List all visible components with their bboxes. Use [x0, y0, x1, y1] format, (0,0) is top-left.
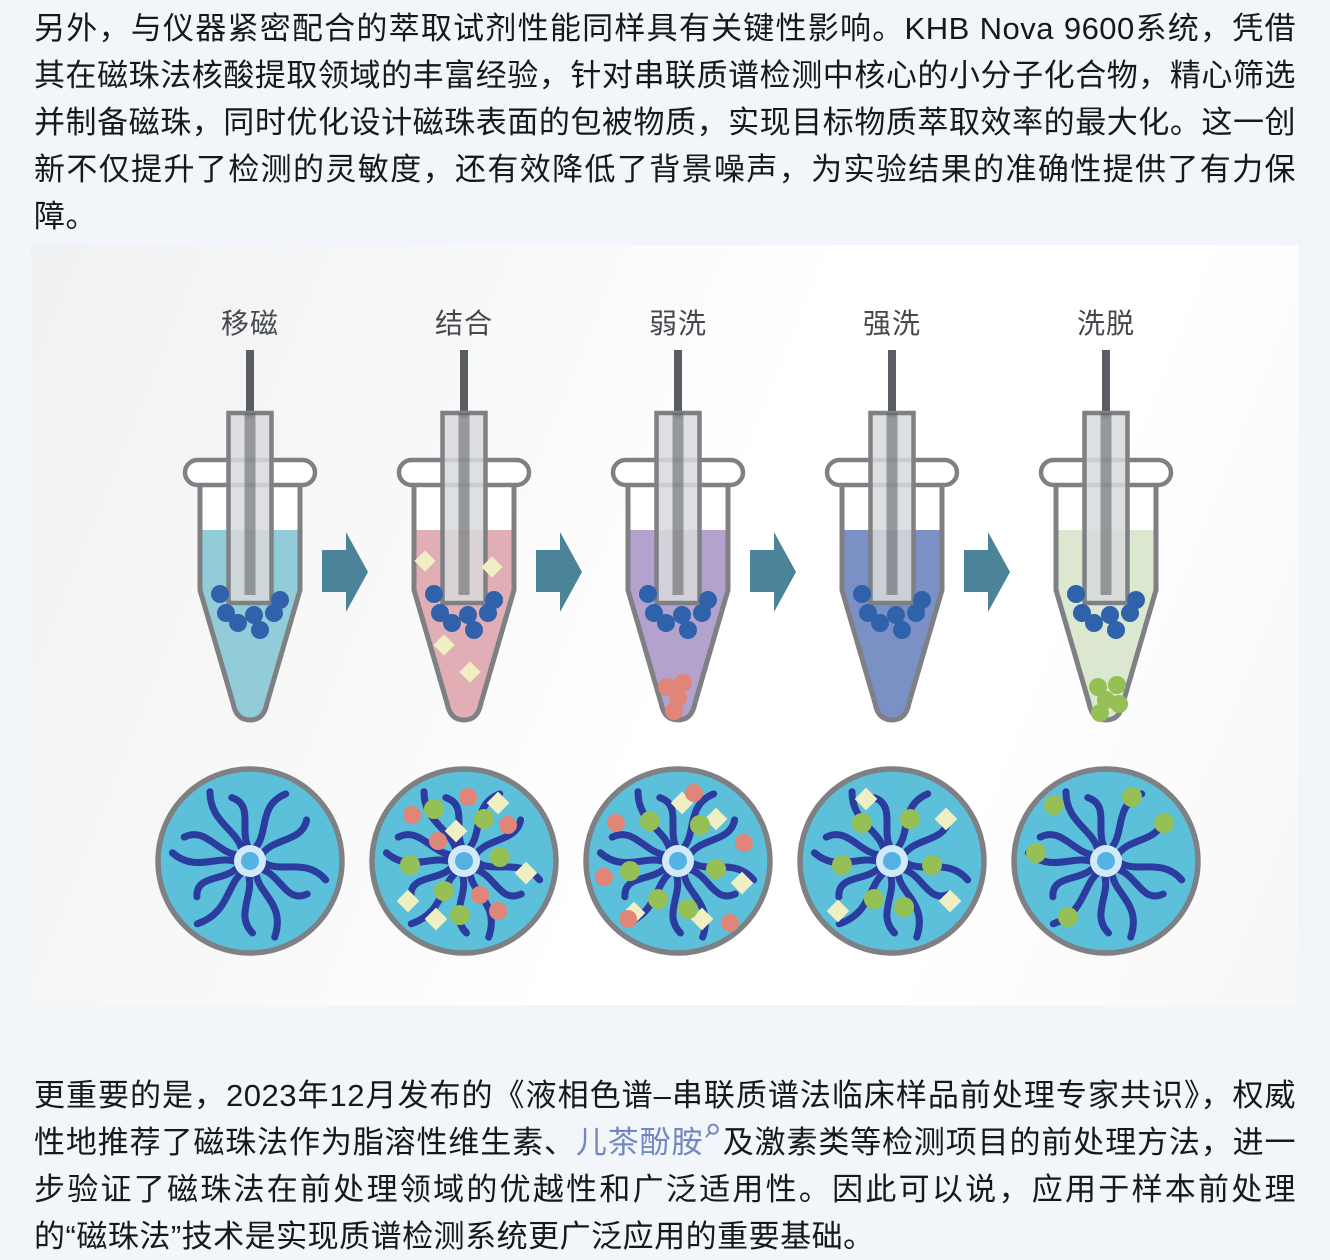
polymer-tentacle — [894, 870, 923, 941]
bead-detail-circle — [797, 766, 987, 956]
polymer-tentacle — [669, 871, 684, 937]
search-icon — [705, 1123, 720, 1138]
magnet-rod — [246, 350, 254, 418]
polymer-tentacle — [472, 816, 525, 858]
bead-cluster — [639, 585, 717, 639]
paragraph-top: 另外，与仪器紧密配合的萃取试剂性能同样具有关键性影响。KHB Nova 9600… — [34, 11, 1296, 234]
polymer-tentacle — [1049, 864, 1098, 901]
magnet-rod — [674, 350, 682, 418]
polymer-tentacle — [251, 790, 290, 852]
magnet-rod — [888, 350, 896, 418]
magnet-rod — [460, 350, 468, 418]
step-arrow — [536, 532, 582, 612]
polymer-tentacle — [228, 794, 252, 851]
step-arrow — [750, 532, 796, 612]
polymer-tentacle — [455, 871, 470, 937]
catecholamine-link[interactable]: 儿茶酚胺 — [575, 1123, 723, 1160]
bead-detail-circle — [155, 766, 345, 956]
figure-step-2 — [369, 350, 559, 956]
polymer-tentacle — [835, 864, 884, 901]
figure-step-3 — [583, 350, 773, 956]
bead-cluster — [853, 585, 931, 639]
polymer-tentacle — [608, 831, 669, 859]
polymer-tentacle — [1113, 865, 1167, 900]
polymer-tentacle — [680, 870, 709, 941]
step-label-bind: 结合 — [434, 308, 493, 339]
figure-panel: 移磁 结合 弱洗 强洗 洗脱 — [31, 245, 1298, 1005]
polymer-tentacle — [883, 871, 898, 937]
polymer-tentacle — [420, 788, 460, 854]
polymer-tentacle — [260, 859, 330, 884]
step-label-strong-wash: 强洗 — [862, 308, 921, 339]
figure-svg — [155, 350, 1201, 956]
figure-step-4 — [797, 350, 987, 956]
bead-core — [241, 852, 259, 870]
polymer-tentacle — [258, 816, 311, 858]
bead-core — [883, 852, 901, 870]
magnet-rod — [1102, 350, 1110, 418]
paragraph-bottom-text-pre: 更重要的是，2023年12月发布的《液相色谱–串联质谱法临床样品前处理专家共识》… — [34, 1078, 1296, 1160]
polymer-tentacle — [394, 831, 455, 859]
polymer-tentacle — [621, 864, 670, 901]
catecholamine-link-label: 儿茶酚胺 — [575, 1125, 704, 1160]
polymer-tentacle — [193, 869, 246, 928]
bead-detail-circle — [1011, 766, 1201, 956]
polymer-tentacle — [1062, 788, 1102, 854]
bead-cluster — [211, 585, 289, 639]
polymer-tentacle — [822, 831, 883, 859]
step-label-elute: 洗脱 — [1076, 308, 1135, 339]
bead-core — [455, 852, 473, 870]
paragraph-bottom-text-post: 及激素类等检测项目的前处理方法，进一步验证了磁珠法在前处理领域的优越性和广泛适用… — [34, 1125, 1297, 1254]
polymer-tentacle — [686, 816, 739, 858]
step-arrow — [964, 532, 1010, 612]
polymer-tentacle — [1108, 870, 1137, 941]
figure-step-1 — [155, 350, 345, 956]
step-arrow — [322, 532, 368, 612]
step-label-weak-wash: 弱洗 — [648, 308, 707, 339]
polymer-tentacle — [407, 864, 456, 901]
polymer-tentacle — [1116, 859, 1186, 884]
figure-step-5 — [1011, 350, 1201, 956]
polymer-tentacle — [180, 831, 241, 859]
polymer-tentacle — [870, 794, 894, 851]
paragraph-bottom: 更重要的是，2023年12月发布的《液相色谱–串联质谱法临床样品前处理专家共识》… — [34, 1072, 1296, 1260]
bead-core — [669, 852, 687, 870]
polymer-tentacle — [656, 794, 680, 851]
polymer-tentacle — [1036, 831, 1097, 859]
bead-detail-circle — [369, 766, 559, 956]
bead-cluster — [425, 585, 503, 639]
polymer-tentacle — [899, 865, 953, 900]
polymer-tentacle — [252, 870, 281, 941]
polymer-tentacle — [206, 788, 246, 854]
polymer-tentacle — [685, 865, 739, 900]
polymer-tentacle — [1084, 794, 1108, 851]
polymer-tentacle — [1097, 871, 1112, 937]
polymer-tentacle — [193, 864, 242, 901]
polymer-tentacle — [168, 849, 240, 866]
bead-detail-circle — [583, 766, 773, 956]
step-label-demagnetize: 移磁 — [220, 308, 279, 339]
polymer-tentacle — [442, 794, 466, 851]
bead-core — [1097, 852, 1115, 870]
polymer-tentacle — [257, 865, 311, 900]
polymer-tentacle — [241, 871, 256, 937]
polymer-tentacle — [471, 865, 525, 900]
bead-cluster — [1067, 585, 1145, 639]
